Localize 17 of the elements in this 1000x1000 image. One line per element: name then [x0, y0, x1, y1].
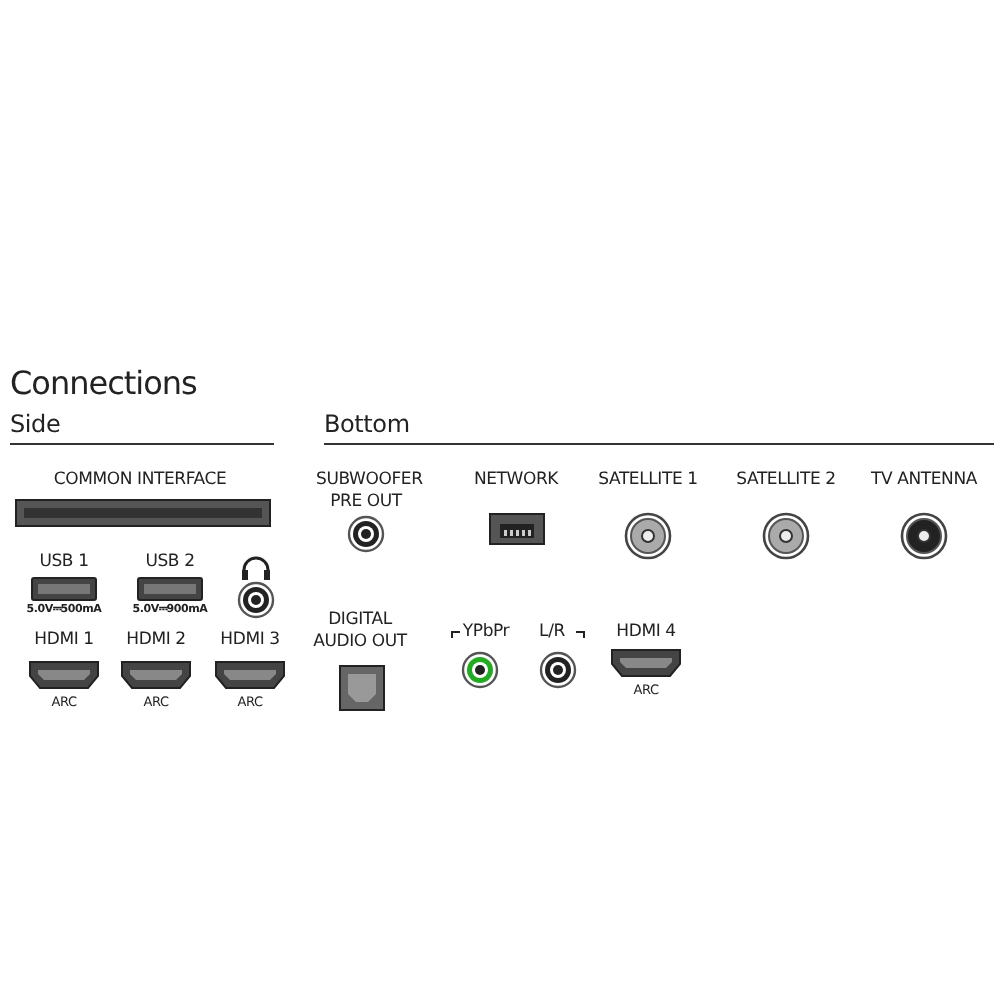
port-label: HDMI 2 — [126, 630, 186, 652]
port-label: SATELLITE 2 — [736, 470, 836, 492]
port-label: SATELLITE 1 — [598, 470, 698, 492]
port-label: HDMI 1 — [34, 630, 94, 652]
port-label: DIGITAL AUDIO OUT — [311, 610, 410, 654]
port-label: COMMON INTERFACE — [53, 470, 227, 492]
section-heading: Side — [10, 410, 61, 440]
section-heading: Bottom — [324, 410, 410, 440]
diagram-title: Connections — [10, 364, 197, 404]
port-label: NETWORK — [473, 470, 559, 492]
port-label: HDMI 4 — [616, 622, 676, 644]
port-label: L/R — [539, 622, 565, 644]
port-label: HDMI 3 — [220, 630, 280, 652]
port-label: USB 2 — [145, 552, 195, 574]
port-label: USB 1 — [39, 552, 89, 574]
port-label: YPbPr — [462, 622, 510, 644]
port-label: TV ANTENNA — [871, 470, 977, 492]
